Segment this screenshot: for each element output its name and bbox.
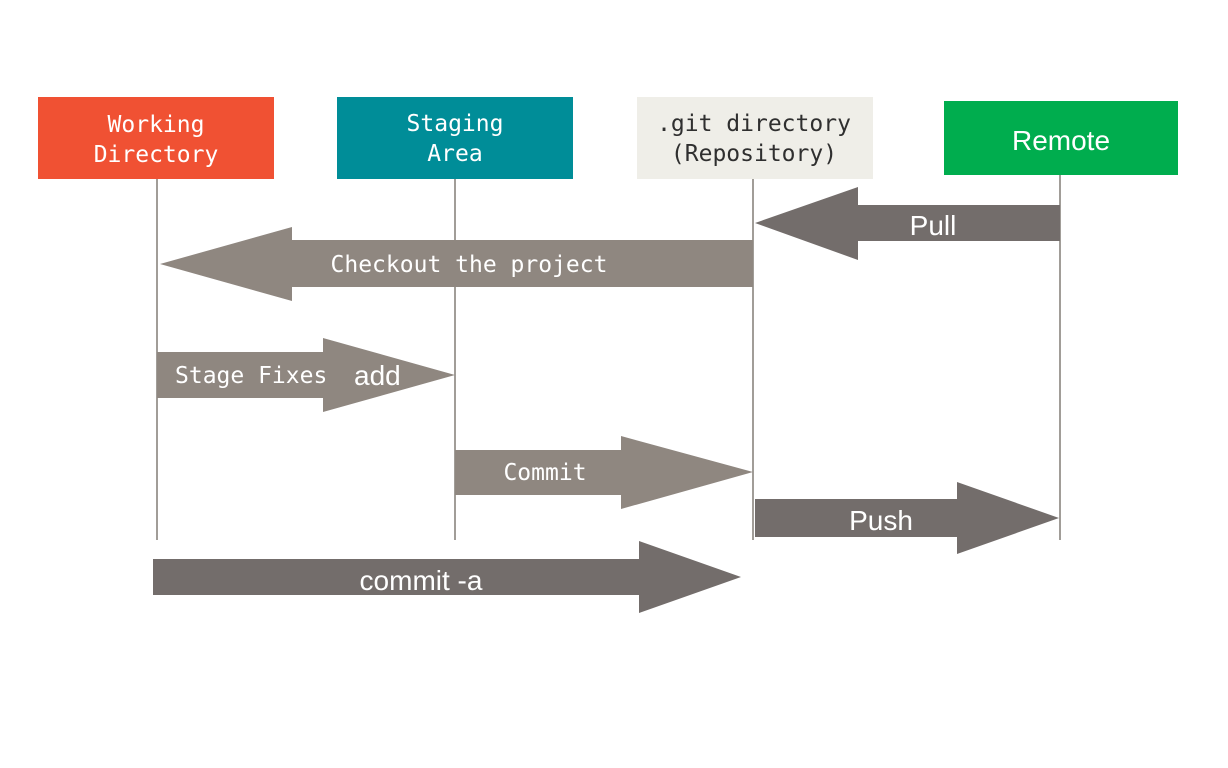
working-directory-label-line2: Directory: [94, 142, 219, 168]
pull-arrow: [755, 187, 1060, 260]
commit-a-arrow: [153, 541, 741, 613]
staging-area-label-line2: Area: [427, 141, 482, 167]
git-directory-label-line1: .git directory: [657, 111, 851, 137]
checkout-arrow: [160, 227, 753, 301]
stage-fixes-label: Stage Fixes: [175, 363, 327, 389]
add-label: add: [354, 360, 401, 391]
commit-arrow-label: Commit: [503, 460, 586, 486]
remote-label: Remote: [1012, 125, 1110, 156]
commit-a-arrow-label: commit -a: [360, 565, 483, 596]
stage-fixes-arrow: [157, 338, 455, 412]
staging-area-box: [337, 97, 573, 179]
checkout-arrow-label: Checkout the project: [331, 252, 608, 278]
git-directory-box: [637, 97, 873, 179]
push-arrow: [755, 482, 1059, 554]
git-directory-label-line2: (Repository): [671, 141, 837, 167]
working-directory-box: [38, 97, 274, 179]
staging-area-label-line1: Staging: [407, 111, 504, 137]
working-directory-label-line1: Working: [108, 112, 205, 138]
commit-arrow: [455, 436, 753, 509]
remote-box: [944, 101, 1178, 175]
push-arrow-label: Push: [849, 505, 913, 536]
pull-arrow-label: Pull: [910, 210, 957, 241]
